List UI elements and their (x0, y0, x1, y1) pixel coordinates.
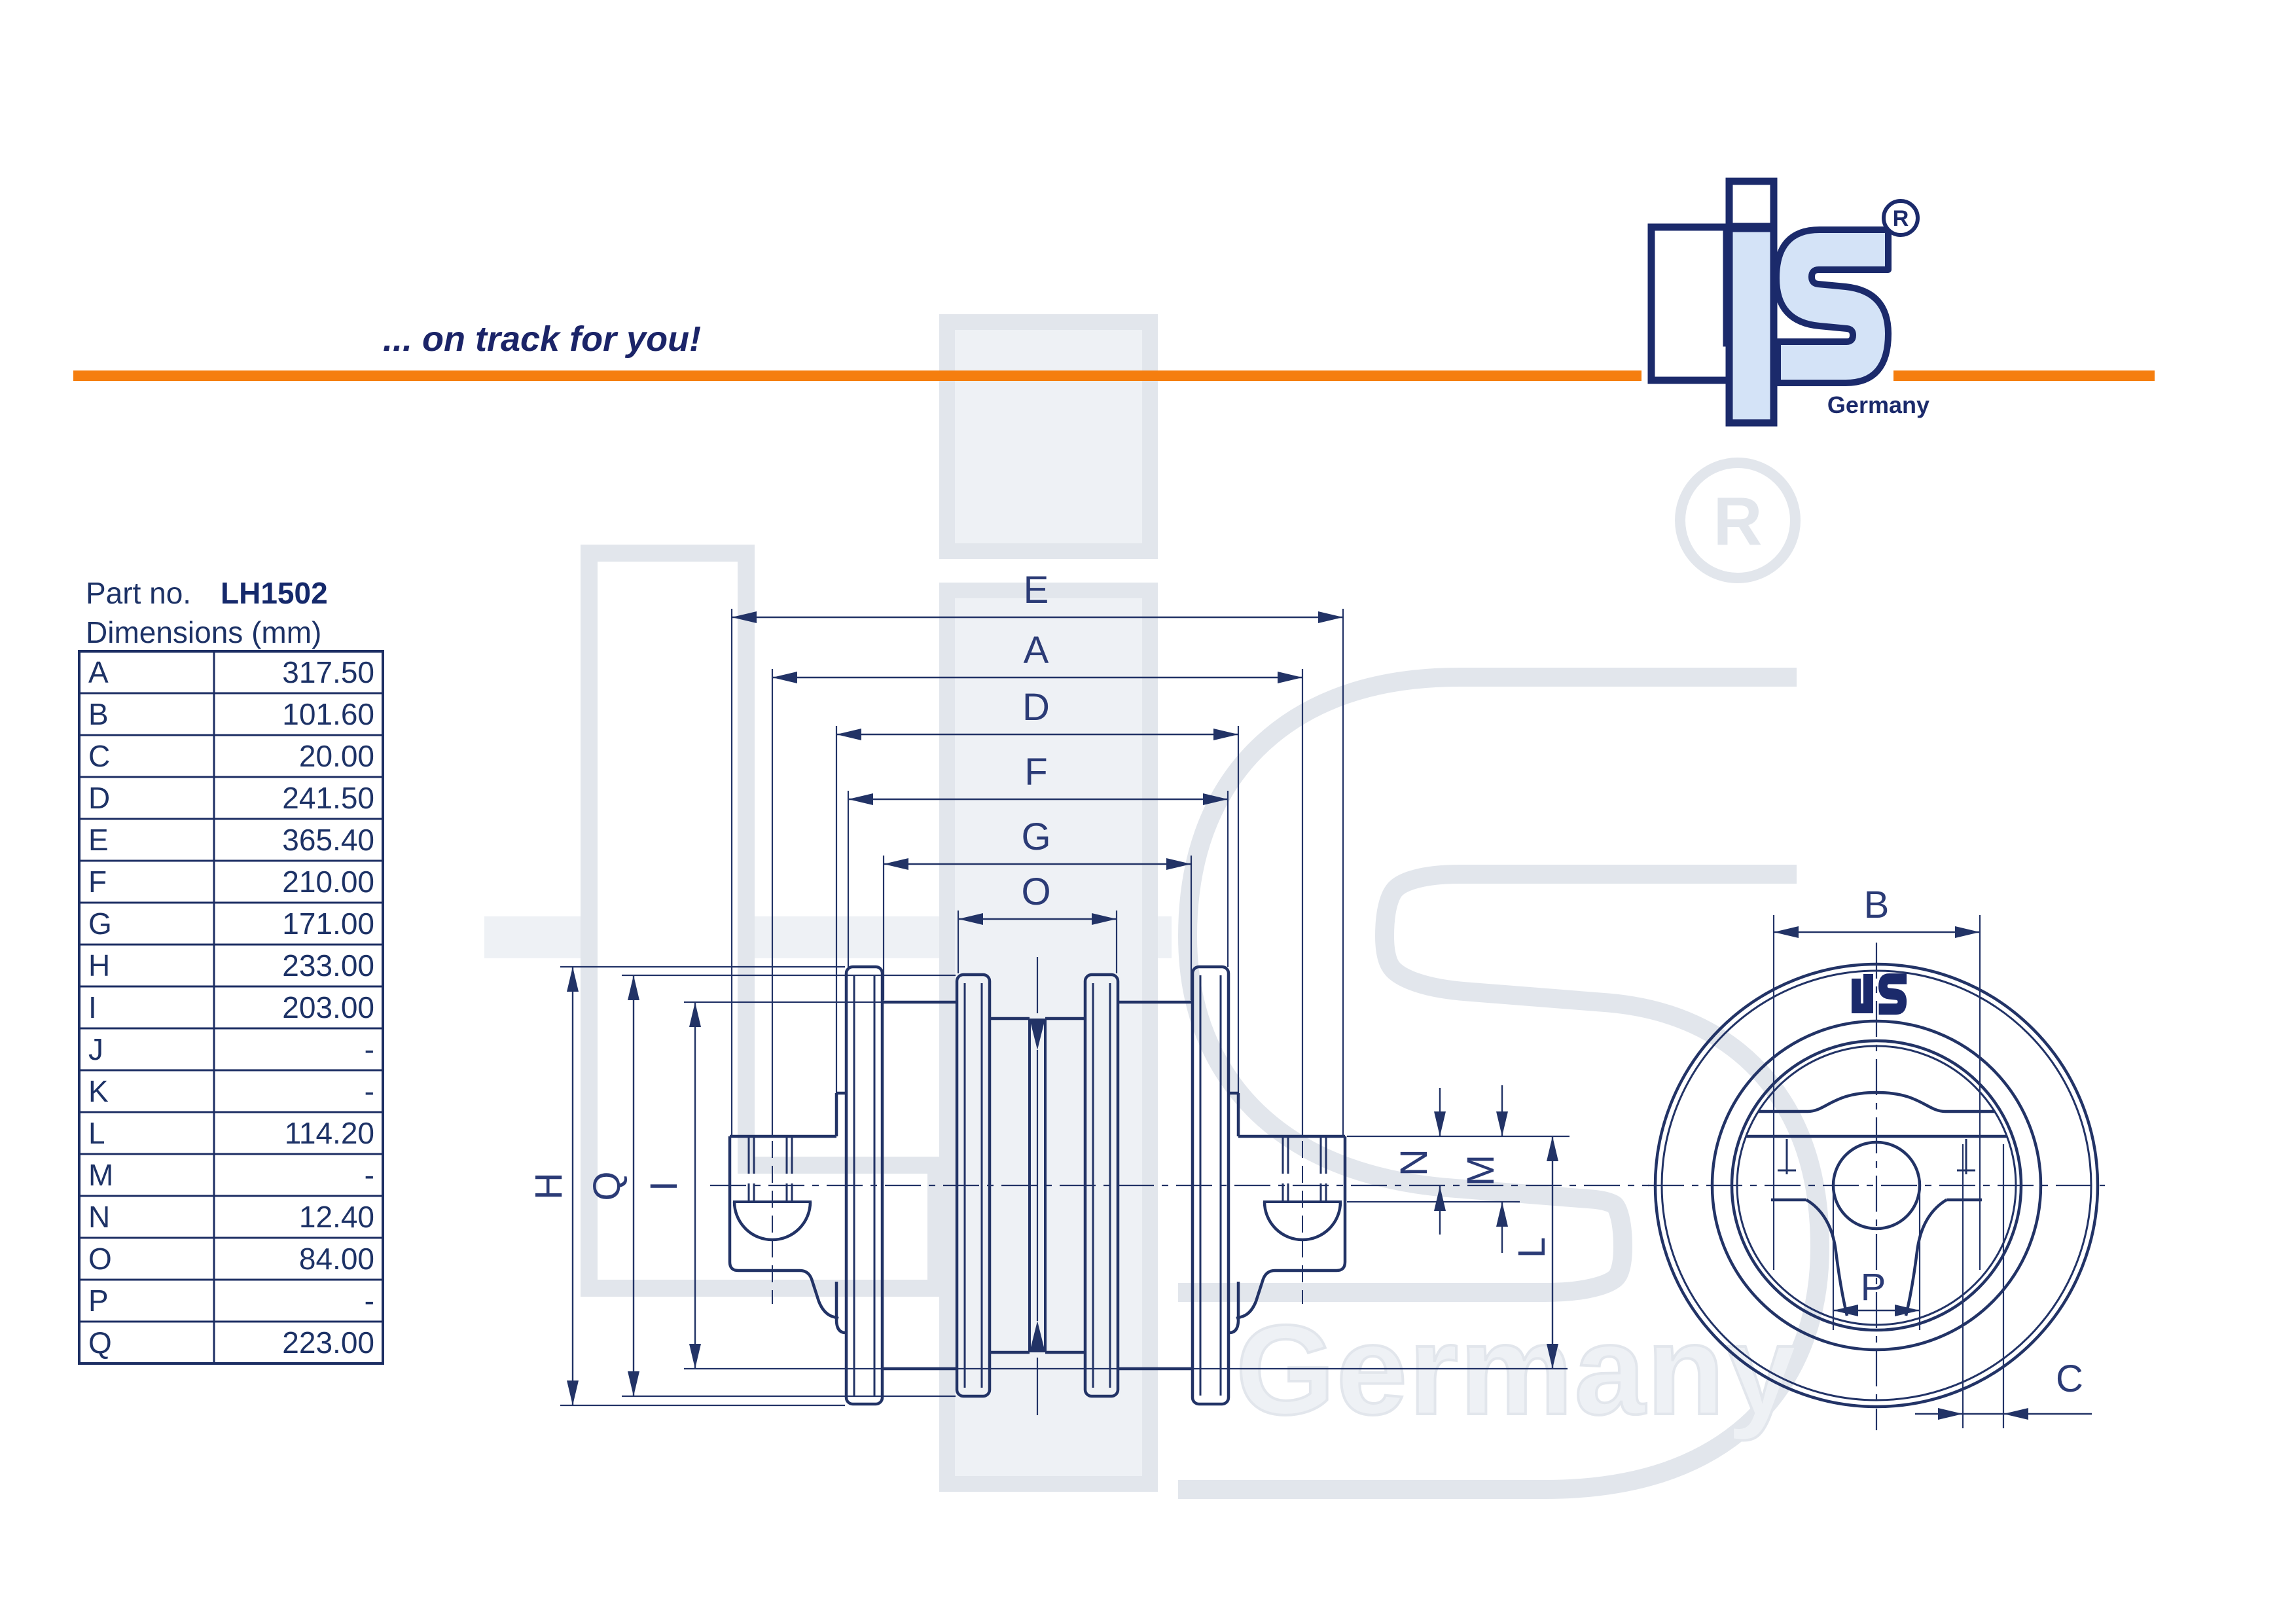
row-value: 114.20 (285, 1116, 374, 1150)
mini-lis-logo (1852, 973, 1907, 1015)
watermark-s-inner (1178, 687, 1810, 1480)
watermark-registered-icon (1675, 458, 1801, 583)
part-no-label: Part no. (86, 576, 191, 610)
front-dim-p: P (1832, 1188, 1921, 1330)
front-dim-b: B (1772, 884, 1981, 1270)
roller-treads (882, 957, 1193, 1415)
dim-label-m: M (1460, 1155, 1502, 1186)
dim-label-l: L (1511, 1237, 1553, 1258)
front-dim-c: C (1915, 1144, 2092, 1428)
table-row-lines (79, 692, 383, 1323)
orange-rule (73, 370, 2155, 381)
dimension-table: A 317.50 B 101.60 C 20.00 D 241.50 E 365.40 F… (78, 650, 384, 1365)
row-value: 223.00 (282, 1326, 374, 1360)
row-label: L (88, 1116, 105, 1150)
right-dimensions: N M L (1347, 1085, 1570, 1369)
row-value: - (365, 1284, 374, 1318)
right-axle-bracket (1228, 1091, 1347, 1335)
logo-registered-letter: R (1893, 206, 1909, 231)
row-value: - (365, 1158, 374, 1192)
row-label: M (88, 1158, 113, 1192)
row-value: 171.00 (282, 907, 374, 941)
dim-label-g: G (1021, 816, 1050, 858)
dim-label-o: O (1021, 871, 1050, 913)
row-label: G (88, 907, 112, 941)
roller-flanges (844, 965, 1230, 1406)
row-value: - (365, 1074, 374, 1108)
logo-registered-icon (1882, 199, 1920, 237)
front-crosshair (1648, 943, 2105, 1430)
top-dimensions: E A D F G O (730, 569, 1344, 1136)
row-value: 365.40 (282, 823, 374, 857)
row-value: 210.00 (282, 865, 374, 899)
dim-label-q: Q (586, 1171, 628, 1200)
table-rows: A 317.50 B 101.60 C 20.00 D 241.50 E 365.40 F… (88, 655, 374, 1360)
left-dimensions: H Q I (528, 965, 1568, 1407)
dim-label-c: C (2056, 1358, 2083, 1400)
watermark-i-dot (939, 314, 1158, 559)
dim-label-a: A (1024, 629, 1049, 672)
row-value: 20.00 (299, 739, 374, 773)
row-value: - (365, 1032, 374, 1066)
row-label: A (88, 655, 109, 689)
watermark-registered-letter: R (1713, 484, 1762, 560)
dim-label-n: N (1393, 1149, 1435, 1176)
center-mark-top (1030, 1019, 1045, 1050)
row-label: O (88, 1242, 112, 1276)
lis-watermark: R Germany (484, 314, 1829, 1499)
row-label: I (88, 990, 97, 1024)
center-mark-bottom (1030, 1321, 1045, 1352)
row-label: E (88, 823, 109, 857)
row-value: 317.50 (282, 655, 374, 689)
row-label: C (88, 739, 110, 773)
row-value: 233.00 (282, 948, 374, 983)
row-value: 203.00 (282, 990, 374, 1024)
dim-label-d: D (1022, 686, 1050, 729)
row-value: 241.50 (282, 781, 374, 815)
lis-logo: R Germany (1641, 177, 1929, 427)
dim-label-b: B (1864, 884, 1890, 926)
row-label: H (88, 948, 110, 983)
row-label: Q (88, 1326, 112, 1360)
row-label: N (88, 1200, 110, 1234)
dim-label-i: I (643, 1181, 685, 1191)
row-value: 84.00 (299, 1242, 374, 1276)
dim-label-e: E (1024, 569, 1049, 611)
logo-i-stem (1725, 225, 1778, 427)
left-axle-bracket (728, 1091, 847, 1335)
watermark-country: Germany (1236, 1299, 1798, 1441)
part-no-value: LH1502 (221, 576, 328, 610)
roller-front-view: B P C (1648, 884, 2105, 1430)
hub-wings (1805, 1199, 1948, 1316)
logo-i-dot (1725, 177, 1778, 230)
row-label: P (88, 1284, 109, 1318)
watermark-l (581, 545, 944, 1297)
dim-label-p: P (1861, 1266, 1886, 1308)
logo-s (1773, 226, 1892, 386)
dimensions-heading: Dimensions (mm) (86, 615, 321, 649)
row-value: 12.40 (299, 1200, 374, 1234)
row-label: F (88, 865, 107, 899)
logo-country: Germany (1827, 391, 1929, 418)
row-value: 101.60 (282, 697, 374, 731)
row-label: D (88, 781, 110, 815)
slogan: ... on track for you! (383, 319, 701, 359)
row-label: J (88, 1032, 103, 1066)
dim-label-h: H (528, 1172, 570, 1200)
row-label: B (88, 697, 109, 731)
row-label: K (88, 1074, 109, 1108)
part-info: Part no. LH1502 Dimensions (mm) (86, 576, 328, 649)
bolt-marks (1778, 1139, 1975, 1174)
roller-side-view (710, 957, 1649, 1415)
dim-label-f: F (1024, 751, 1047, 793)
